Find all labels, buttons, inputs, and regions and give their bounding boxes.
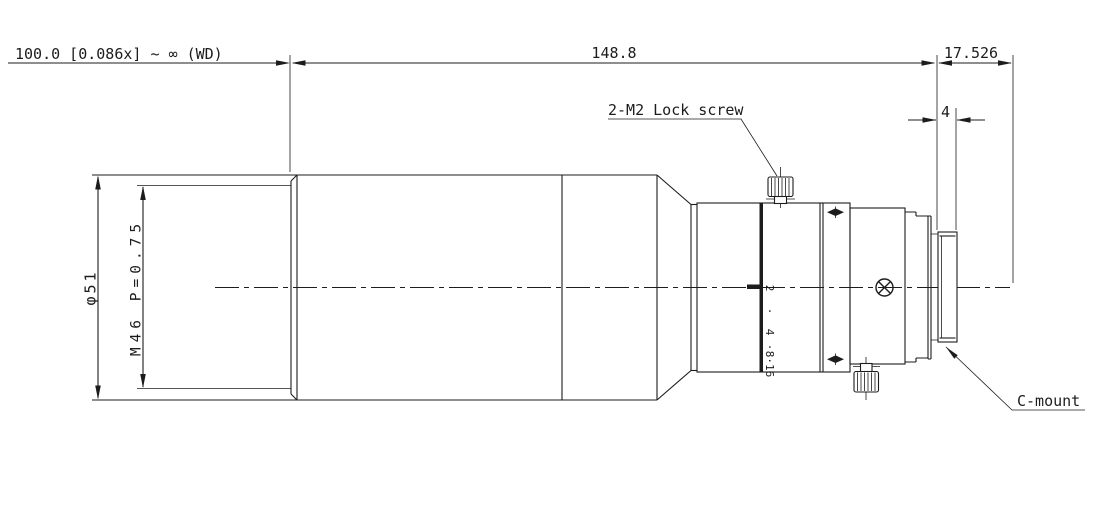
working-distance-text: 100.0 [0.086x] ~ ∞ (WD) xyxy=(15,45,223,63)
dimension-front-diameter: φ51 xyxy=(82,175,101,400)
c-mount-thread xyxy=(931,231,958,343)
dimension-thread-length: 4 xyxy=(908,103,985,123)
lock-screw-label-text: 2-M2 Lock screw xyxy=(608,101,744,119)
dimension-working-distance: 100.0 [0.086x] ~ ∞ (WD) xyxy=(8,45,290,66)
front-diameter-text: φ51 xyxy=(82,269,100,305)
label-c-mount: C-mount xyxy=(945,346,1085,411)
aperture-value-8-16: 8·16 xyxy=(763,351,776,378)
label-lock-screw: 2-M2 Lock screw xyxy=(608,101,778,177)
dimension-flange-focal-distance: 17.526 xyxy=(938,44,1012,66)
aperture-index-mark xyxy=(747,284,760,289)
front-barrel xyxy=(92,174,658,401)
spacer-ring xyxy=(690,203,697,372)
aperture-dot: · xyxy=(763,344,776,351)
aperture-dot: · xyxy=(763,308,776,315)
cross-screw-icon xyxy=(875,278,894,297)
overall-length-text: 148.8 xyxy=(591,44,636,62)
aperture-value-2: 2 xyxy=(763,285,776,292)
aperture-value-4: 4 xyxy=(763,329,776,336)
thread-length-text: 4 xyxy=(941,103,950,121)
flange-distance-text: 17.526 xyxy=(944,44,998,62)
conical-taper xyxy=(656,174,692,401)
direction-marker-icon xyxy=(827,206,844,365)
aperture-scale: 2 · 4 · 8·16 xyxy=(763,285,776,378)
rear-housing xyxy=(849,207,906,365)
scale-edge-band xyxy=(759,203,763,372)
lock-screw-top xyxy=(766,167,795,208)
mount-step xyxy=(905,211,932,363)
lock-screw-bottom xyxy=(853,357,880,400)
dimension-filter-thread: M46 P=0.75 xyxy=(129,186,146,388)
dimension-overall-length: 148.8 xyxy=(291,44,936,66)
c-mount-label-text: C-mount xyxy=(1017,392,1080,410)
filter-thread-text: M46 P=0.75 xyxy=(129,219,145,356)
